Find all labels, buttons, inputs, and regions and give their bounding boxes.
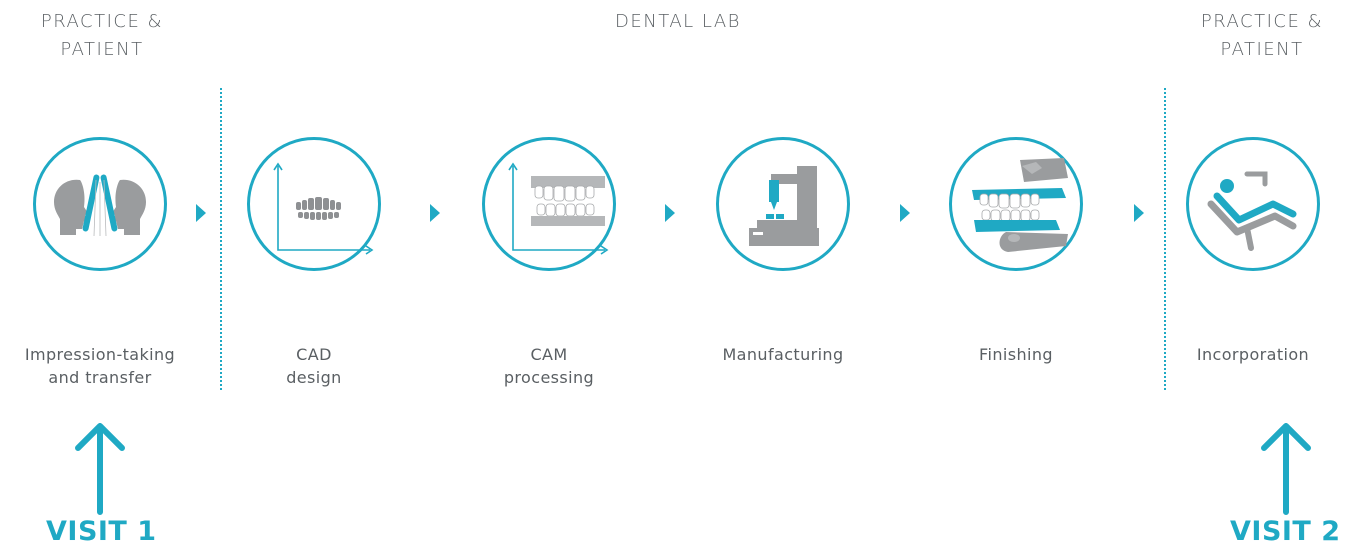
step-label: Manufacturing [683, 343, 883, 366]
flow-arrow-icon [196, 204, 206, 222]
flow-arrow-icon [430, 204, 440, 222]
step-cad-design: CAD design [214, 137, 414, 407]
flow-arrow-icon [900, 204, 910, 222]
step-circle [33, 137, 167, 271]
step-label-line2: design [286, 368, 342, 387]
cad-teeth-chart-icon [273, 162, 374, 255]
step-label: Finishing [916, 343, 1116, 366]
up-arrow-icon [1261, 423, 1311, 515]
flow-arrow-icon [665, 204, 675, 222]
visit-1-label: VISIT 1 [46, 516, 157, 547]
up-arrow-icon [75, 423, 125, 515]
section-heading-line1: DENTAL LAB [615, 11, 741, 32]
section-heading-practice-patient-left: PRACTICE & PATIENT [0, 8, 204, 64]
section-heading-line2: PATIENT [1220, 39, 1304, 60]
step-circle [716, 137, 850, 271]
section-heading-line2: PATIENT [60, 39, 144, 60]
section-heading-line1: PRACTICE & [1200, 11, 1324, 32]
step-label: CAM processing [449, 343, 649, 389]
step-circle [482, 137, 616, 271]
step-label-line1: Manufacturing [722, 345, 844, 364]
step-label-line1: CAM [530, 345, 568, 364]
head-profiles-icon [54, 174, 146, 237]
section-heading-practice-patient-right: PRACTICE & PATIENT [1165, 8, 1359, 64]
step-label: Incorporation [1153, 343, 1353, 366]
cam-teeth-chart-icon [508, 162, 609, 255]
step-label-line1: Impression-taking [24, 345, 176, 364]
step-label-line1: CAD [296, 345, 332, 364]
step-circle [247, 137, 381, 271]
visit-2-label: VISIT 2 [1230, 516, 1341, 547]
step-manufacturing: Manufacturing [683, 137, 883, 407]
milling-machine-icon [749, 166, 819, 246]
step-circle [949, 137, 1083, 271]
step-label-line2: processing [503, 368, 595, 387]
step-label: Impression-taking and transfer [0, 343, 200, 389]
step-finishing: Finishing [916, 137, 1116, 407]
step-incorporation: Incorporation [1153, 137, 1353, 407]
step-label-line1: Incorporation [1196, 345, 1310, 364]
step-cam-processing: CAM processing [449, 137, 649, 407]
section-divider-left [220, 88, 222, 390]
step-impression-taking: Impression-taking and transfer [0, 137, 200, 407]
section-divider-right [1164, 88, 1166, 390]
step-circle [1186, 137, 1320, 271]
dental-chair-icon [1207, 171, 1297, 251]
step-label: CAD design [214, 343, 414, 389]
hands-denture-icon [972, 158, 1068, 252]
section-heading-line1: PRACTICE & [40, 11, 164, 32]
section-heading-dental-lab: DENTAL LAB [470, 8, 886, 36]
flow-arrow-icon [1134, 204, 1144, 222]
step-label-line1: Finishing [979, 345, 1053, 364]
step-label-line2: and transfer [48, 368, 152, 387]
